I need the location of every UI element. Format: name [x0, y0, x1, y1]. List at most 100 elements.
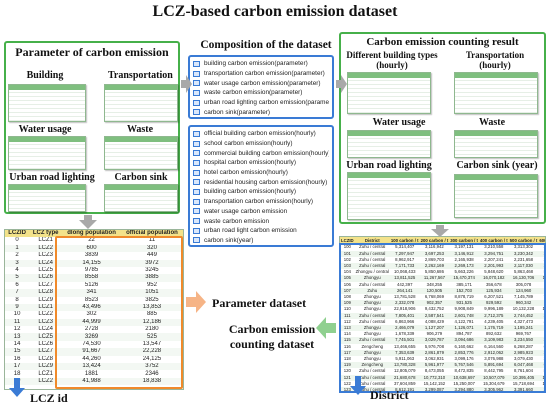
- hourly-file-item[interactable]: transportation carbon emission(hourly): [193, 197, 329, 207]
- lcz-cell: 8558: [62, 274, 121, 282]
- district-cell: 16,070,182: [478, 275, 509, 282]
- district-cell: 7,297,947: [389, 250, 420, 257]
- district-cell: 1,176,719: [478, 325, 509, 332]
- district-cell: 107: [340, 287, 355, 295]
- hourly-file-item[interactable]: building carbon emission(hourly): [193, 187, 329, 197]
- district-header-cell: 600 carbon / t: [538, 237, 545, 245]
- district-cell: 4,239,405: [484, 318, 504, 324]
- param-file-item[interactable]: waste carbon emission(parameter): [193, 88, 329, 98]
- lcz-cell: 3839: [84, 252, 99, 259]
- lcz-cell: 5126: [84, 281, 99, 288]
- file-icon: [193, 179, 200, 186]
- param-transport-sheet: [104, 84, 178, 122]
- result-waste-sheet: [454, 130, 538, 158]
- lcz-cell: 8: [15, 296, 19, 303]
- district-cell: 929,592: [478, 300, 509, 307]
- hourly-file-item[interactable]: official building carbon emission(hourly…: [193, 129, 329, 139]
- param-file-item[interactable]: transportation carbon emission(parameter…: [193, 69, 329, 79]
- district-cell: 13,781,528: [393, 294, 416, 300]
- arrow-param-to-lcz: [79, 215, 97, 229]
- hourly-file-item[interactable]: hotel carbon emission(hourly): [193, 168, 329, 178]
- param-file-item[interactable]: carbon sink(parameter): [193, 107, 329, 117]
- district-cell: 10,507,079: [478, 374, 509, 381]
- district-cell: 902,357: [419, 300, 450, 307]
- lcz-cell: LCZ3: [38, 252, 54, 259]
- file-icon: [193, 150, 200, 157]
- district-cell: 111: [340, 312, 355, 319]
- file-icon: [193, 99, 200, 106]
- hourly-file-item[interactable]: residential housing carbon emission(hour…: [193, 177, 329, 187]
- result-sink-sheet: [454, 174, 538, 218]
- district-cell: 122: [343, 380, 351, 386]
- lcz-cell: LCZ1: [38, 370, 54, 377]
- district-cell: 109: [340, 300, 355, 307]
- district-cell: 37,604,859: [393, 380, 416, 386]
- district-cell: 6,863,966: [395, 318, 415, 324]
- district-cell: 5,891,694: [478, 362, 509, 369]
- district-cell: 3,094,686: [449, 337, 479, 344]
- hourly-file-item[interactable]: commercial building carbon emission(hour…: [193, 148, 329, 158]
- param-file-item[interactable]: building carbon emission(parameter): [193, 59, 329, 69]
- param-file-label: water usage carbon emission(parameter): [204, 79, 321, 87]
- district-cell: 10,638,697: [449, 374, 479, 381]
- lcz-cell: 11: [5, 318, 30, 327]
- lcz-cell: LCZ2: [29, 377, 63, 386]
- lcz-cell: 4: [15, 267, 19, 274]
- district-cell: 11,267,567: [419, 275, 450, 282]
- district-cell: 117: [340, 349, 355, 357]
- param-file-item[interactable]: urban road lighting carbon emission(para…: [193, 98, 329, 108]
- lcz-cell: 2728: [84, 326, 99, 333]
- district-cell: 264,141: [389, 287, 420, 295]
- lcz-cell: LCZ1: [38, 237, 54, 244]
- district-cell: 305,078: [515, 281, 532, 287]
- district-cell: 3,234,550: [508, 337, 539, 344]
- district-cell: 385,171: [456, 281, 472, 287]
- file-icon: [193, 109, 200, 116]
- district-cell: 3,299,087: [419, 387, 450, 391]
- hourly-file-item[interactable]: hospital carbon emission(hourly): [193, 158, 329, 168]
- district-header-cell: District: [354, 237, 390, 245]
- result-transport-label: Transportation (hourly): [465, 50, 525, 70]
- lcz-cell: LCZ7: [38, 281, 54, 288]
- hourly-file-item[interactable]: carbon sink(year): [193, 236, 329, 246]
- hourly-file-item[interactable]: school carbon emission(hourly): [193, 139, 329, 149]
- hourly-file-item[interactable]: waste carbon emission: [193, 216, 329, 226]
- result-panel-title: Carbon emission counting result: [366, 36, 519, 48]
- district-cell: 969,767: [515, 331, 532, 337]
- district-cell: 987,400: [538, 300, 545, 307]
- param-file-item[interactable]: water usage carbon emission(parameter): [193, 78, 329, 88]
- composition-title: Composition of the dataset: [200, 39, 332, 51]
- district-cell: 5,663,226: [454, 269, 474, 275]
- hourly-file-item[interactable]: urban road light carbon emission: [193, 226, 329, 236]
- lcz-cell: LCZ9: [38, 296, 54, 303]
- district-cell: 4,327,473: [513, 318, 534, 324]
- district-cell: 108: [343, 294, 351, 300]
- district-cell: Zuhu: [354, 287, 390, 295]
- hourly-file-item[interactable]: water usage carbon emission: [193, 207, 329, 217]
- lcz-header-cell: dlong population: [62, 230, 121, 238]
- hourly-file-label: urban road light carbon emission: [204, 227, 297, 235]
- district-cell: Zhongyu: [354, 325, 390, 332]
- district-cell: 5,314,407: [395, 244, 415, 250]
- district-cell: 121: [340, 374, 355, 381]
- district-cell: 3,116,942: [425, 244, 444, 250]
- district-cell: 104: [343, 269, 351, 275]
- district-cell: 7,805,401: [389, 312, 420, 319]
- district-cell: 7,171,733: [389, 263, 420, 270]
- district-cell: 112: [343, 318, 351, 324]
- district-cell: 3,305,962: [478, 387, 509, 391]
- district-cell: 120,505: [419, 287, 450, 295]
- lcz-cell: LCZ1: [29, 303, 63, 312]
